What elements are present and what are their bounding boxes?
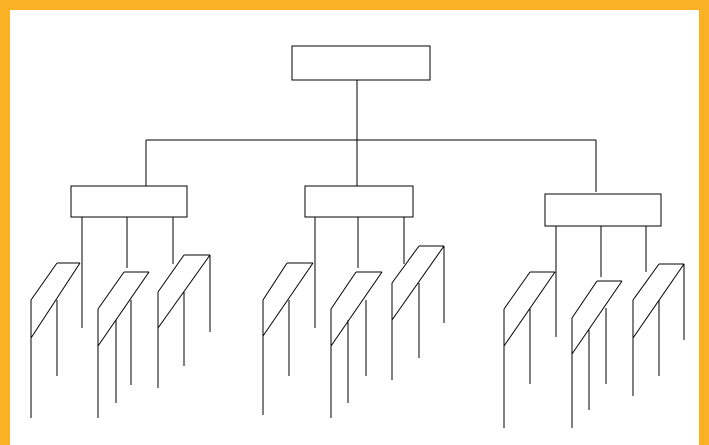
child-node-1 [70,185,188,218]
root-connectors [145,80,597,192]
subunit-3c [632,263,685,396]
diagram-canvas [10,10,699,445]
subunit-3a [503,271,556,428]
subunit-group-1 [30,217,211,418]
subunit-group-2 [262,217,445,418]
subunit-2c [391,245,445,380]
subunit-2a [262,262,314,415]
subunit-1a [30,262,81,418]
root-node [291,45,431,81]
subunit-1c [157,254,211,388]
subunit-2b [330,271,383,418]
child-node-3 [544,193,662,227]
child-node-2 [304,185,414,218]
subunit-group-3 [503,226,685,428]
subunit-1b [97,271,150,418]
subunit-3b [571,280,623,428]
